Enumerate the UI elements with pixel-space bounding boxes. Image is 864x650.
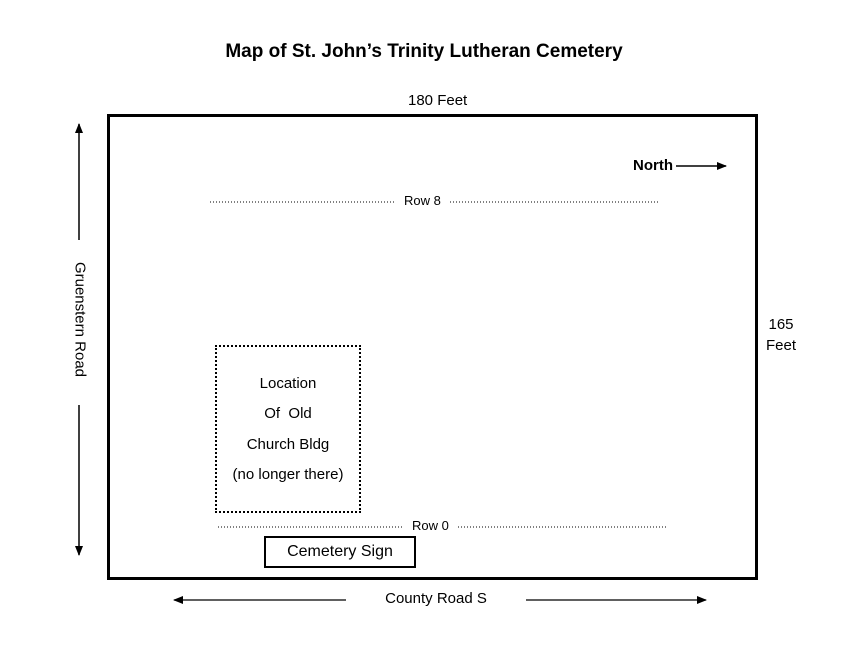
cemetery-sign: Cemetery Sign [264, 536, 416, 568]
top-dimension-label: 180 Feet [408, 92, 468, 109]
bottom-road-label: County Road S [385, 590, 487, 607]
north-label: North [633, 157, 673, 174]
church-line-2: Of Old [264, 405, 312, 422]
row-0-label: Row 0 [404, 518, 457, 533]
church-line-4: (no longer there) [232, 466, 344, 483]
church-line-3: Church Bldg [246, 436, 330, 453]
cemetery-boundary [107, 114, 758, 580]
map-title: Map of St. John’s Trinity Lutheran Cemet… [225, 41, 623, 62]
left-road-label: Gruenstern Road [71, 261, 89, 378]
row-8-label: Row 8 [396, 193, 449, 208]
right-dimension-unit: Feet [765, 337, 796, 354]
right-dimension-number: 165 [768, 316, 794, 333]
old-church-location-box: Location Of Old Church Bldg (no longer t… [215, 345, 361, 513]
church-line-1: Location [259, 375, 317, 392]
